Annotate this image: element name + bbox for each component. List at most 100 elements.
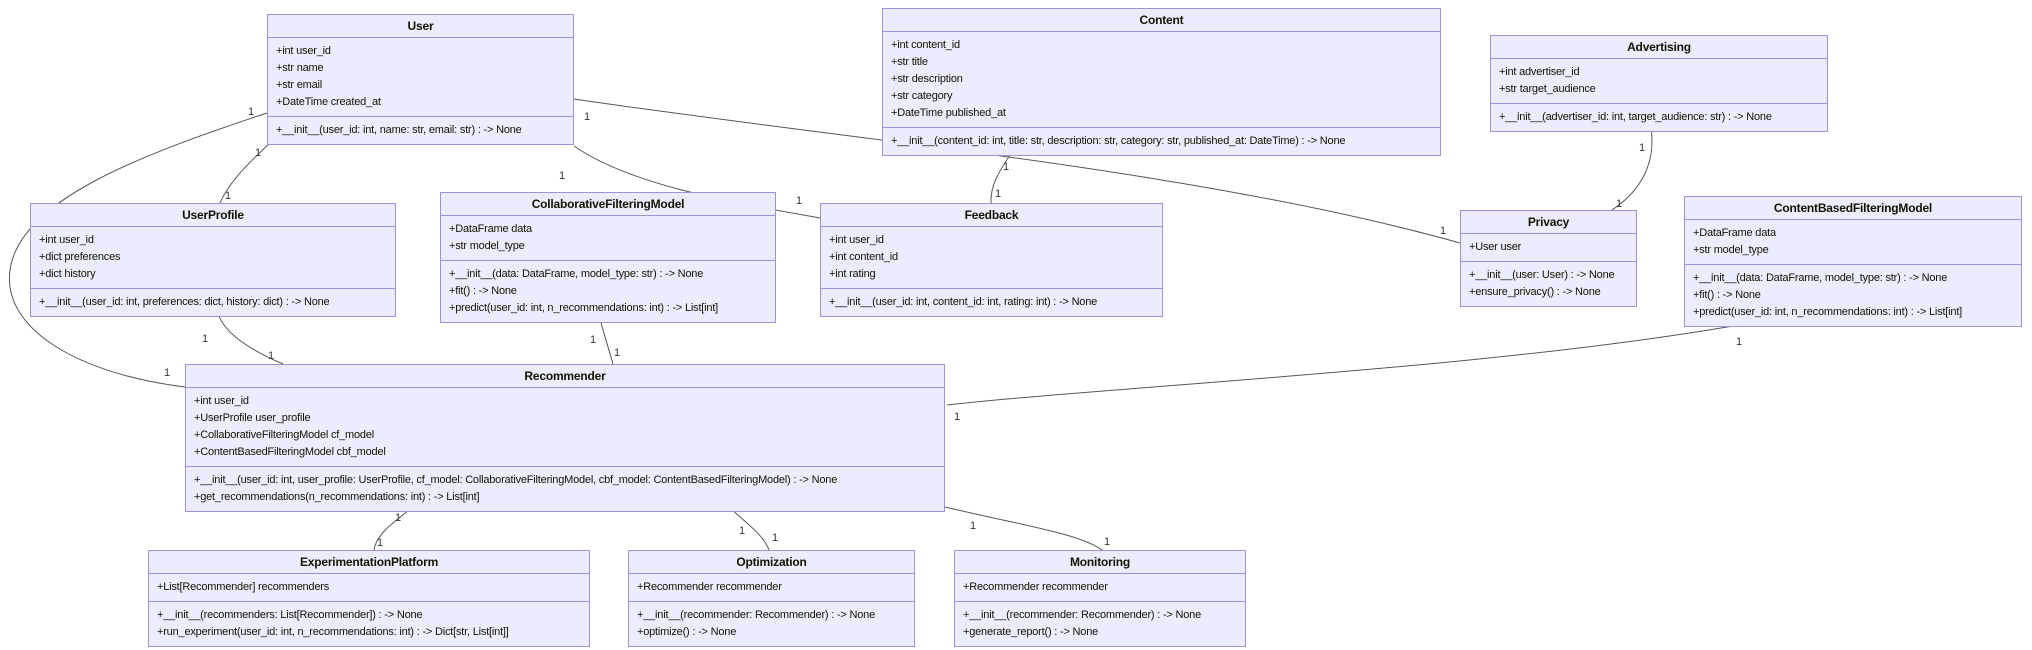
member-line: +int advertiser_id — [1499, 66, 1580, 78]
class-recommender: Recommender +int user_id+UserProfile use… — [185, 364, 945, 512]
class-methods: +__init__(recommender: Recommender) : ->… — [955, 602, 1245, 646]
multiplicity-label: 1 — [970, 520, 976, 532]
member-line: +str title — [891, 56, 928, 68]
class-userprofile: UserProfile +int user_id +dict preference… — [30, 203, 396, 317]
class-attributes: +int advertiser_id +str target_audience — [1491, 59, 1827, 104]
member-line: +__init__(user: User) : -> None — [1469, 269, 1615, 281]
member-line: +fit() : -> None — [1693, 289, 1761, 301]
member-line: +str description — [891, 73, 963, 85]
member-line: +str category — [891, 90, 953, 102]
edge-cbfm-recommender — [946, 322, 1751, 406]
class-title: Privacy — [1461, 211, 1636, 234]
class-methods: +__init__(user_id: int, user_profile: Us… — [186, 467, 944, 511]
member-line: +__init__(user_id: int, user_profile: Us… — [194, 474, 838, 486]
class-feedback: Feedback +int user_id+int content_id+int… — [820, 203, 1163, 317]
edge-recommender-opt — [729, 507, 770, 551]
class-privacy: Privacy +User user +__init__(user: User)… — [1460, 210, 1637, 307]
multiplicity-label: 1 — [202, 333, 208, 345]
class-methods: +__init__(user: User) : -> None +ensure_p… — [1461, 262, 1636, 306]
edge-recommender-mon — [944, 506, 1103, 551]
edge-user-privacy — [573, 98, 1461, 244]
member-line: +str target_audience — [1499, 83, 1596, 95]
edge-user-feedback — [573, 145, 821, 219]
multiplicity-label: 1 — [1003, 161, 1009, 173]
member-line: +int content_id — [829, 251, 898, 263]
class-methods: +__init__(recommenders: List[Recommender… — [149, 602, 589, 646]
multiplicity-label: 1 — [1639, 142, 1645, 154]
multiplicity-label: 1 — [614, 347, 620, 359]
class-attributes: +List[Recommender] recommenders — [149, 574, 589, 602]
class-methods: +__init__(data: DataFrame, model_type: s… — [441, 261, 775, 322]
class-title: ContentBasedFilteringModel — [1685, 197, 2021, 220]
class-attributes: +int user_id+int content_id+int rating — [821, 227, 1162, 289]
class-optimization: Optimization +Recommender recommender +_… — [628, 550, 915, 647]
member-line: +List[Recommender] recommenders — [157, 581, 330, 593]
member-line: +__init__(user_id: int, content_id: int,… — [829, 296, 1098, 308]
member-line: +fit() : -> None — [449, 285, 517, 297]
member-line: +__init__(advertiser_id: int, target_aud… — [1499, 111, 1772, 123]
member-line: +optimize() : -> None — [637, 626, 737, 638]
member-line: +get_recommendations(n_recommendations: … — [194, 491, 480, 503]
class-methods: +__init__(user_id: int, content_id: int,… — [821, 289, 1162, 316]
member-line: +__init__(user_id: int, preferences: dic… — [39, 296, 330, 308]
class-advertising: Advertising +int advertiser_id+str targe… — [1490, 35, 1828, 132]
member-line: +__init__(content_id: int, title: str, d… — [891, 135, 1346, 147]
multiplicity-label: 1 — [225, 190, 231, 202]
edge-user-userprofile — [219, 140, 273, 204]
multiplicity-label: 1 — [395, 512, 401, 524]
member-line: +__init__(recommender: Recommender) : ->… — [637, 609, 876, 621]
class-methods: +__init__(user_id: int, name: str, email… — [268, 117, 573, 144]
class-title: UserProfile — [31, 204, 395, 227]
member-line: +str name — [276, 62, 324, 74]
multiplicity-label: 1 — [559, 170, 565, 182]
multiplicity-label: 1 — [590, 334, 596, 346]
multiplicity-label: 1 — [377, 537, 383, 549]
multiplicity-label: 1 — [268, 350, 274, 362]
multiplicity-label: 1 — [1616, 198, 1622, 210]
multiplicity-label: 1 — [1736, 336, 1742, 348]
member-line: +str model_type — [449, 240, 525, 252]
class-methods: +__init__(user_id: int, preferences: dic… — [31, 289, 395, 316]
class-attributes: +DataFrame data+str model_type — [1685, 220, 2021, 265]
class-attributes: +DataFrame data+str model_type — [441, 216, 775, 261]
class-attributes: +int content_id+str title+str descriptio… — [883, 32, 1440, 128]
multiplicity-label: 1 — [584, 111, 590, 123]
member-line: +int user_id — [39, 234, 94, 246]
class-collaborativefilteringmodel: CollaborativeFilteringModel +DataFrame d… — [440, 192, 776, 323]
class-attributes: +int user_id +dict preferences +dict histo… — [31, 227, 395, 289]
member-line: +__init__(recommenders: List[Recommender… — [157, 609, 423, 621]
member-line: +predict(user_id: int, n_recommendations… — [1693, 306, 1963, 318]
class-title: Monitoring — [955, 551, 1245, 574]
member-line: +ensure_privacy() : -> None — [1469, 286, 1601, 298]
class-methods: +__init__(advertiser_id: int, target_aud… — [1491, 104, 1827, 131]
member-line: +__init__(user_id: int, name: str, email… — [276, 124, 522, 136]
class-title: CollaborativeFilteringModel — [441, 193, 775, 216]
edge-userprofile-recommender — [217, 312, 284, 365]
class-attributes: +int user_id+UserProfile user_profile+Co… — [186, 388, 944, 467]
class-attributes: +Recommender recommender — [955, 574, 1245, 602]
member-line: +DateTime published_at — [891, 107, 1006, 119]
class-contentbasedfilteringmodel: ContentBasedFilteringModel +DataFrame da… — [1684, 196, 2022, 327]
class-title: Feedback — [821, 204, 1162, 227]
member-line: +int rating — [829, 268, 876, 280]
class-title: Content — [883, 9, 1440, 32]
class-title: ExperimentationPlatform — [149, 551, 589, 574]
multiplicity-label: 1 — [772, 532, 778, 544]
member-line: +DataFrame data — [1693, 227, 1776, 239]
multiplicity-label: 1 — [164, 367, 170, 379]
multiplicity-label: 1 — [1440, 225, 1446, 237]
multiplicity-label: 1 — [739, 525, 745, 537]
class-attributes: +int user_id+str name+str email+DateTime… — [268, 38, 573, 117]
class-experimentationplatform: ExperimentationPlatform +List[Recommende… — [148, 550, 590, 647]
multiplicity-label: 1 — [954, 411, 960, 423]
edge-content-feedback — [990, 151, 1013, 204]
member-line: +predict(user_id: int, n_recommendations… — [449, 302, 719, 314]
class-content: Content +int content_id+str title+str de… — [882, 8, 1441, 156]
member-line: +dict preferences — [39, 251, 121, 263]
class-methods: +__init__(recommender: Recommender) : ->… — [629, 602, 914, 646]
member-line: +Recommender recommender — [963, 581, 1108, 593]
member-line: +dict history — [39, 268, 96, 280]
multiplicity-label: 1 — [248, 106, 254, 118]
class-monitoring: Monitoring +Recommender recommender +__i… — [954, 550, 1246, 647]
edge-user-recommender — [8, 112, 268, 388]
